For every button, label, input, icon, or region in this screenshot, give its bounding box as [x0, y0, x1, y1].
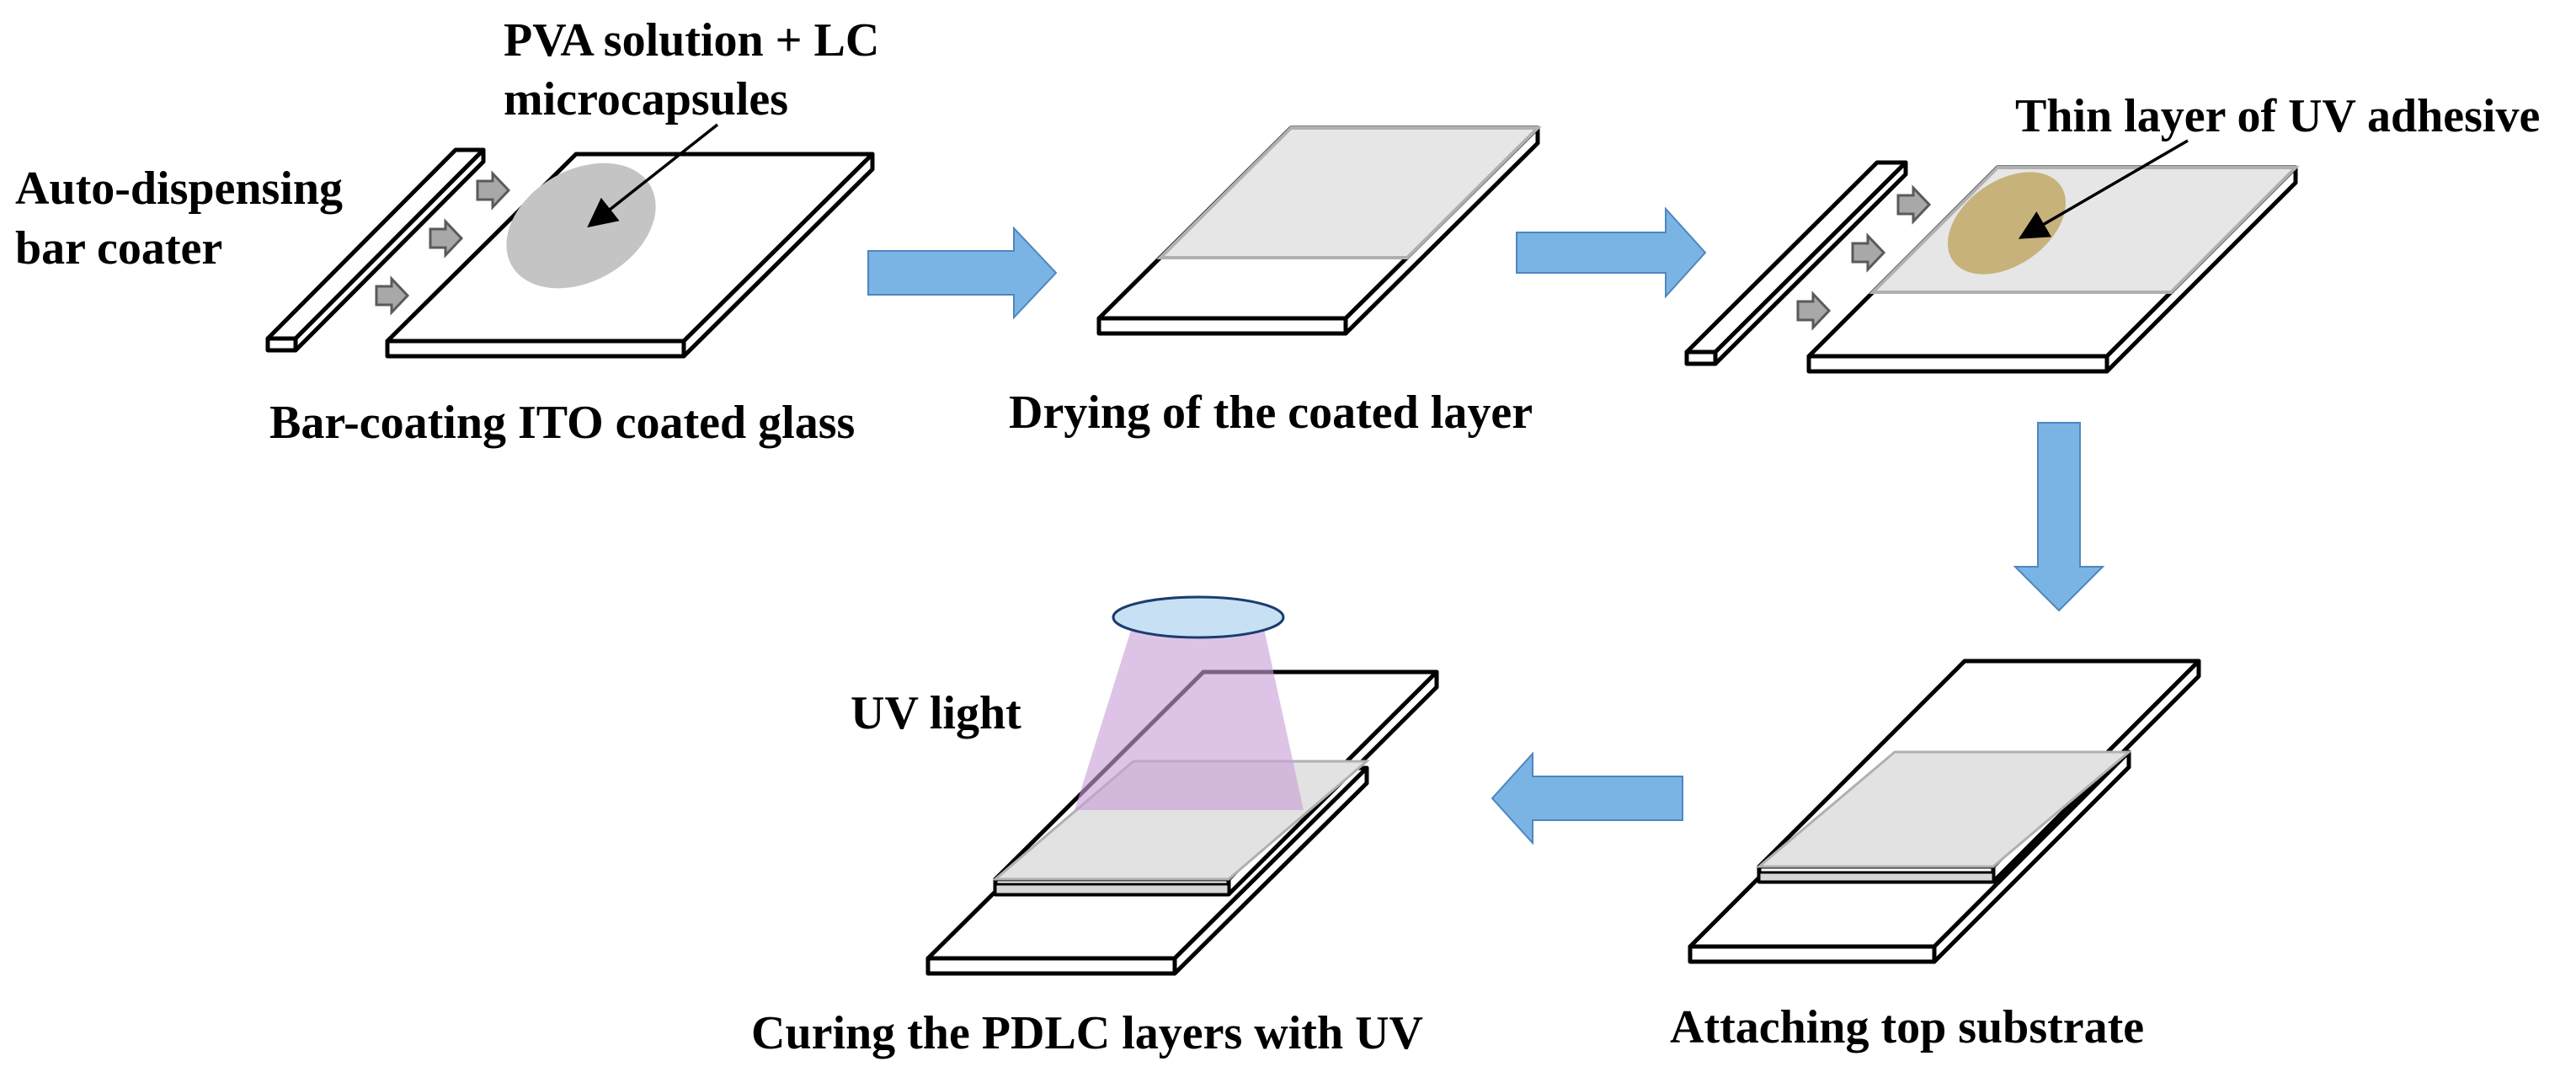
coater-label-line1: Auto-dispensing: [15, 163, 343, 215]
uv-light-cone: [1075, 625, 1304, 810]
step2-caption: Drying of the coated layer: [1009, 387, 1533, 439]
sandwiched-layer: [1755, 750, 2133, 868]
flow-arrow-right-icon: [867, 226, 1058, 320]
dried-coating-layer: [1156, 126, 1542, 259]
layer-edge: [1757, 871, 1995, 883]
push-arrows: [375, 170, 511, 316]
step-uv-curing: UV light Curing the PDLC layers with UV: [751, 595, 1439, 1059]
adhesive-label: Thin layer of UV adhesive: [2015, 90, 2540, 142]
step-attaching-substrate: Attaching top substrate: [1670, 659, 2201, 1053]
push-arrow-icon: [476, 170, 511, 211]
flow-arrow-left-icon: [1491, 751, 1683, 845]
push-arrow-icon: [375, 275, 410, 316]
curing-layer-edge: [994, 883, 1230, 896]
adhesive-leader-line: [2018, 139, 2189, 239]
pva-leader-line: [587, 123, 719, 228]
bar-coater-rod-2: [1684, 160, 1908, 366]
step4-caption: Attaching top substrate: [1670, 1001, 2144, 1053]
push-arrows-2: [1796, 184, 1932, 331]
uv-lamp-icon: [1112, 595, 1285, 639]
uv-light-label: UV light: [851, 687, 1021, 739]
flow-arrow-right-icon: [1516, 206, 1707, 299]
step5-caption: Curing the PDLC layers with UV: [751, 1007, 1423, 1059]
flow-arrow-down-icon: [2013, 422, 2105, 612]
push-arrow-icon: [1851, 232, 1886, 273]
push-arrow-icon: [1896, 184, 1932, 225]
coater-label-line2: bar coater: [15, 222, 222, 275]
pva-label-line1: PVA solution + LC: [504, 14, 879, 67]
bar-coater-rod: [265, 147, 486, 353]
push-arrow-icon: [429, 218, 464, 259]
pva-coating-ellipse: [506, 163, 656, 289]
pva-label-line2: microcapsules: [504, 73, 788, 125]
step-bar-coating: PVA solution + LC microcapsules Auto-dis…: [15, 14, 879, 449]
step1-caption: Bar-coating ITO coated glass: [269, 397, 855, 449]
push-arrow-icon: [1796, 291, 1832, 331]
uv-adhesive-ellipse: [1947, 172, 2067, 275]
step-uv-adhesive: Thin layer of UV adhesive: [1684, 90, 2540, 374]
step-drying: Drying of the coated layer: [1009, 125, 1542, 439]
coated-layer: [1869, 166, 2300, 294]
